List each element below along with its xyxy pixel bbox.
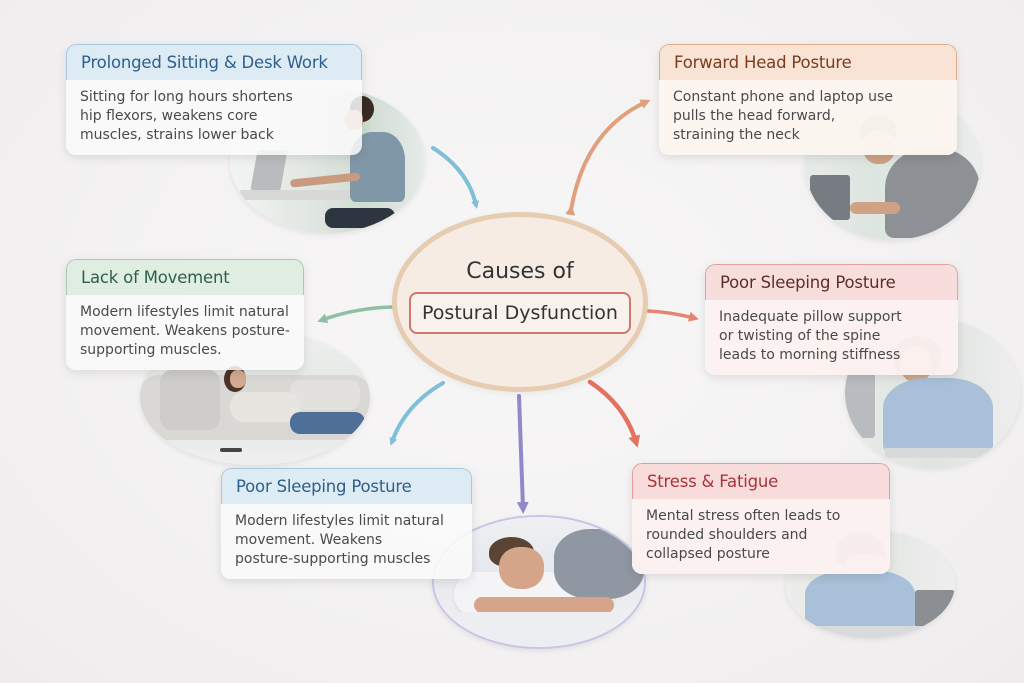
description-line: or twisting of the spine: [719, 328, 881, 344]
card-description: Modern lifestyles limit natural movement…: [66, 295, 304, 370]
description-line: hip flexors, weakens core: [80, 108, 258, 124]
card-description: Sitting for long hours shortens hip flex…: [66, 80, 362, 155]
arrow-hub-to-sleeping-bottom: [389, 381, 445, 446]
card-description: Constant phone and laptop use pulls the …: [659, 80, 957, 155]
description-line: movement. Weakens posture-: [80, 323, 290, 339]
description-line: leads to morning stiffness: [719, 347, 901, 363]
hub-title-line1: Causes of: [466, 259, 574, 284]
description-line: supporting muscles.: [80, 342, 222, 358]
card-poor-sleeping-posture-bottom: Poor Sleeping Posture Modern lifestyles …: [221, 468, 472, 579]
description-line: Modern lifestyles limit natural: [80, 304, 289, 320]
card-title: Poor Sleeping Posture: [221, 468, 472, 504]
description-line: posture-supporting muscles: [235, 551, 431, 567]
card-title: Lack of Movement: [66, 259, 304, 295]
description-line: Inadequate pillow support: [719, 309, 902, 325]
description-line: straining the neck: [673, 127, 800, 143]
description-line: muscles, strains lower back: [80, 127, 274, 143]
description-line: Mental stress often leads to: [646, 508, 841, 524]
arrow-hub-to-stress: [587, 379, 641, 448]
description-line: rounded shoulders and: [646, 527, 808, 543]
center-hub: Causes of Postural Dysfunction: [392, 212, 648, 392]
description-line: Constant phone and laptop use: [673, 89, 893, 105]
card-title: Prolonged Sitting & Desk Work: [66, 44, 362, 80]
card-prolonged-sitting: Prolonged Sitting & Desk Work Sitting fo…: [66, 44, 362, 155]
card-stress-fatigue: Stress & Fatigue Mental stress often lea…: [632, 463, 890, 574]
card-poor-sleeping-posture-right: Poor Sleeping Posture Inadequate pillow …: [705, 264, 958, 375]
card-title: Forward Head Posture: [659, 44, 957, 80]
arrow-to-hub-from-sitting: [431, 146, 480, 209]
photo-man-sleeping-on-pillow: [432, 515, 646, 649]
description-line: Modern lifestyles limit natural: [235, 513, 444, 529]
arrow-hub-down: [516, 394, 529, 514]
description-line: movement. Weakens: [235, 532, 383, 548]
card-title: Stress & Fatigue: [632, 463, 890, 499]
card-lack-of-movement: Lack of Movement Modern lifestyles limit…: [66, 259, 304, 370]
card-forward-head-posture: Forward Head Posture Constant phone and …: [659, 44, 957, 155]
arrow-hub-to-sleeping-right: [646, 309, 699, 322]
description-line: pulls the head forward,: [673, 108, 836, 124]
hub-title-label: Postural Dysfunction: [409, 292, 631, 334]
card-title: Poor Sleeping Posture: [705, 264, 958, 300]
card-description: Modern lifestyles limit natural movement…: [221, 504, 472, 579]
arrow-hub-to-lack-of-movement: [317, 305, 394, 323]
card-description: Mental stress often leads to rounded sho…: [632, 499, 890, 574]
description-line: Sitting for long hours shortens: [80, 89, 293, 105]
card-description: Inadequate pillow support or twisting of…: [705, 300, 958, 375]
description-line: collapsed posture: [646, 546, 770, 562]
arrow-hub-to-forward-head: [565, 99, 651, 216]
